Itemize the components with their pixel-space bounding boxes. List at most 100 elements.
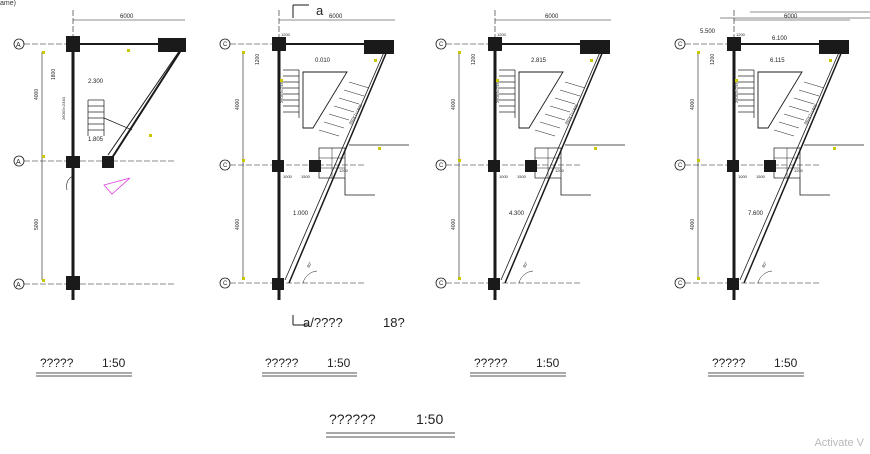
stair-step xyxy=(554,97,576,105)
side-dim: 1200 xyxy=(255,54,261,65)
plan-3-caption-scale: 1:50 xyxy=(536,356,560,370)
dim-tick xyxy=(833,147,836,150)
small-dim: 1200 xyxy=(736,32,746,37)
stair-step xyxy=(343,89,365,97)
callout-line xyxy=(799,178,830,196)
stair-step xyxy=(318,129,340,137)
small-dim: 1000 xyxy=(738,174,748,179)
plan-4-caption-title: ????? xyxy=(712,356,746,370)
stair-dim: 260X9=2340 xyxy=(61,96,66,120)
stair-step xyxy=(544,113,566,121)
stair-step xyxy=(539,121,561,129)
door-arc xyxy=(66,175,74,191)
angle-arc xyxy=(518,270,534,284)
dim-tick xyxy=(594,147,597,150)
stair-step xyxy=(333,105,355,113)
side-dim: 4000 xyxy=(451,99,457,110)
marker-triangle xyxy=(103,177,131,195)
stair-dim: 260X7=1820 xyxy=(803,103,819,126)
section-mark-top: a xyxy=(316,3,324,18)
side-dim: 1200 xyxy=(471,54,477,65)
dim-tick xyxy=(42,279,45,282)
stair-well xyxy=(757,71,803,129)
angle-arc xyxy=(302,270,318,284)
dim-tick xyxy=(42,155,45,158)
stair-well xyxy=(302,71,348,129)
side-dim: 1800 xyxy=(51,69,57,80)
plan-1-caption-scale: 1:50 xyxy=(102,356,126,370)
dim-tick xyxy=(458,51,461,54)
small-dim: 1200 xyxy=(794,168,804,173)
wall xyxy=(288,43,391,284)
stair-step xyxy=(323,121,345,129)
stair-step xyxy=(338,97,360,105)
top-dim: 6000 xyxy=(329,14,343,20)
axis-label: A xyxy=(16,159,21,166)
side-dim: 4000 xyxy=(235,99,241,110)
stair-step xyxy=(534,129,556,137)
column xyxy=(158,38,186,52)
wall xyxy=(743,43,846,284)
dim-tick xyxy=(127,49,130,52)
axis-label: C xyxy=(223,281,228,287)
plan-2-caption-title: ????? xyxy=(265,356,299,370)
stair-step xyxy=(788,105,810,113)
stair-step xyxy=(328,113,350,121)
dim-tick xyxy=(42,51,45,54)
level-mark: 2.300 xyxy=(88,79,104,85)
axis-label: C xyxy=(678,281,683,287)
wall xyxy=(109,43,186,162)
plan-1-caption-title: ????? xyxy=(40,356,74,370)
activate-watermark: Activate V xyxy=(814,437,864,449)
level-mark: 7.600 xyxy=(748,211,764,217)
main-caption-scale: 1:50 xyxy=(416,411,444,427)
side-dim: 4000 xyxy=(451,219,457,230)
column xyxy=(819,40,849,54)
angle-dim: 60° xyxy=(761,260,769,268)
stair-step xyxy=(783,113,805,121)
small-dim: 1000 xyxy=(283,174,293,179)
angle-dim: 60° xyxy=(522,260,530,268)
dim-tick xyxy=(242,277,245,280)
dim-tick xyxy=(374,59,377,62)
column xyxy=(580,40,610,54)
main-caption-title: ?????? xyxy=(329,411,376,427)
small-dim: 1200 xyxy=(497,32,507,37)
column xyxy=(364,40,394,54)
dim-tick xyxy=(590,59,593,62)
dim-tick xyxy=(829,59,832,62)
plan-4-caption-scale: 1:50 xyxy=(774,356,798,370)
stair-step xyxy=(348,81,370,89)
side-dim: 4000 xyxy=(690,219,696,230)
small-dim: 1200 xyxy=(555,168,565,173)
column xyxy=(488,160,500,172)
dim-tick xyxy=(378,147,381,150)
column xyxy=(272,37,286,51)
wall xyxy=(504,43,607,284)
small-dim: 1200 xyxy=(339,168,349,173)
stair-dim: 260X9=2340 xyxy=(279,79,284,103)
corner-label: ame) xyxy=(0,0,16,7)
dim-tick xyxy=(496,79,499,82)
axis-label: C xyxy=(678,163,683,169)
dim-tick xyxy=(697,51,700,54)
column xyxy=(525,160,537,172)
stair-edge xyxy=(103,117,133,131)
stair-step xyxy=(798,89,820,97)
stair-step xyxy=(549,105,571,113)
stair-dim: 260X7=1820 xyxy=(564,103,580,126)
column xyxy=(66,156,80,168)
dim-tick xyxy=(697,159,700,162)
top-dim: 6000 xyxy=(545,14,559,20)
column xyxy=(488,278,500,290)
plan-3-caption-title: ????? xyxy=(474,356,508,370)
axis-label: C xyxy=(223,163,228,169)
stair-well xyxy=(518,71,564,129)
column xyxy=(102,156,114,168)
stair-step xyxy=(773,129,795,137)
level-mark: 1.000 xyxy=(293,211,309,217)
side-dim: 4000 xyxy=(34,89,40,100)
column xyxy=(488,37,502,51)
